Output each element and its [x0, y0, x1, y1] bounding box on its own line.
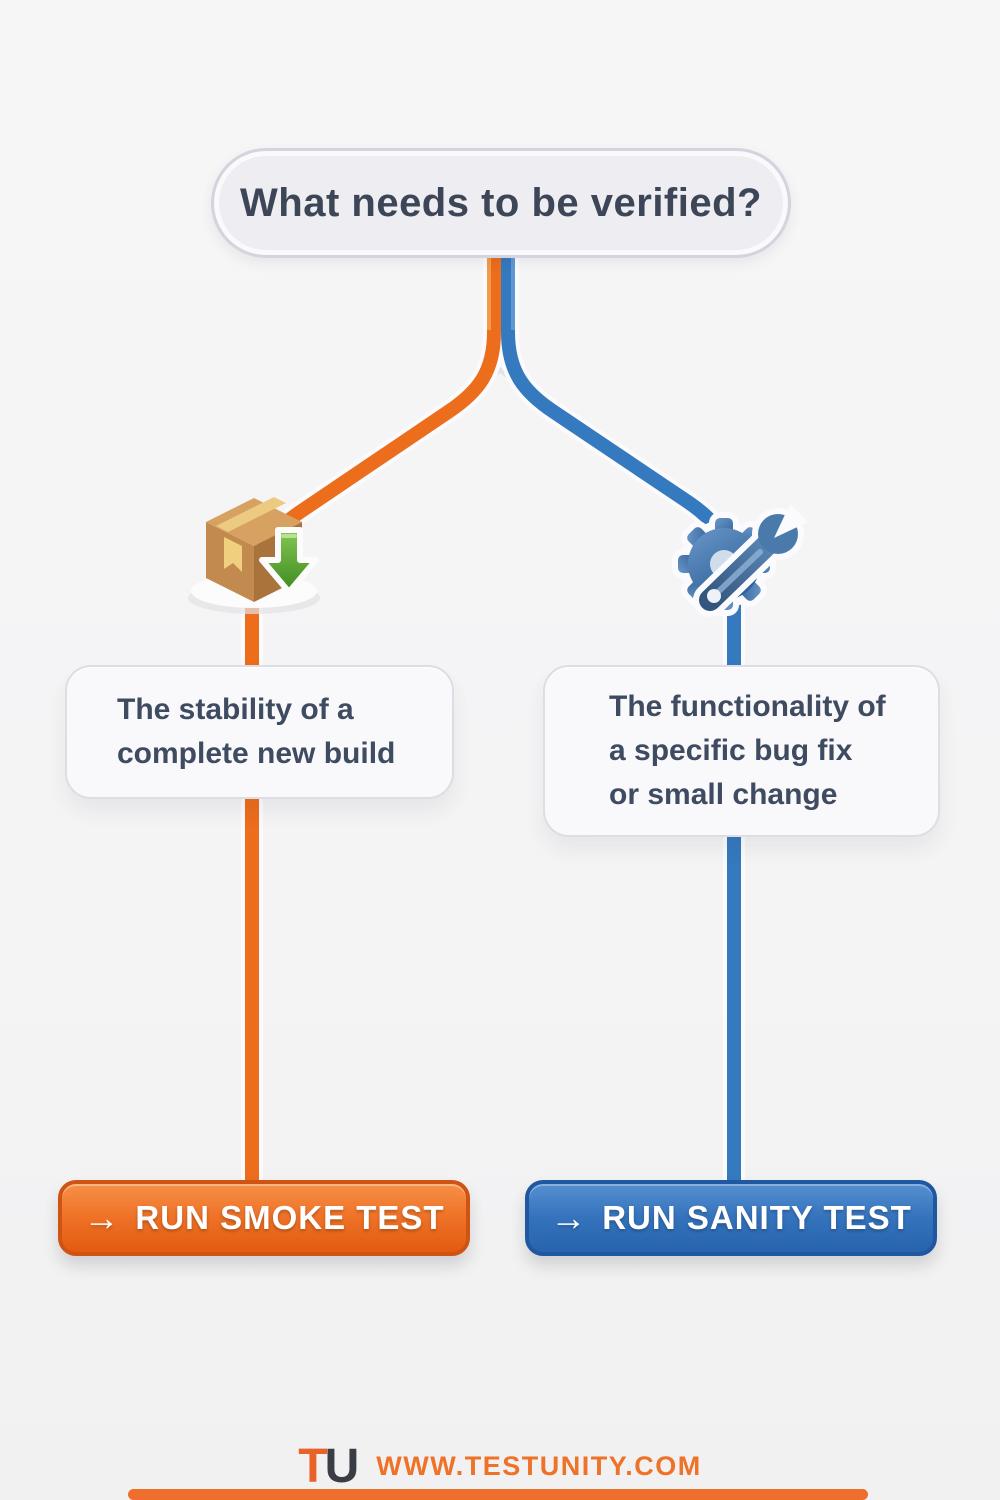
sanity-description-line: or small change — [609, 778, 838, 811]
footer-accent-bar — [128, 1489, 868, 1500]
sanity-description-box: The functionality of a specific bug fix … — [543, 665, 940, 837]
footer: T U WWW.TESTUNITY.COM — [0, 1438, 1000, 1494]
title-box: What needs to be verified? — [211, 148, 791, 258]
package-box-download-icon — [182, 480, 332, 625]
run-smoke-test-label: RUN SMOKE TEST — [135, 1199, 445, 1236]
run-sanity-test-label: RUN SANITY TEST — [602, 1199, 912, 1236]
logo-letter-u: U — [324, 1439, 360, 1493]
right-arrow-icon: → — [83, 1197, 120, 1238]
run-sanity-test-button[interactable]: → RUN SANITY TEST — [525, 1180, 937, 1256]
smoke-description-line: complete new build — [117, 737, 396, 770]
run-smoke-test-button[interactable]: → RUN SMOKE TEST — [58, 1180, 470, 1256]
sanity-description-line: The functionality of — [609, 690, 886, 723]
right-arrow-icon: → — [550, 1197, 587, 1238]
smoke-description-box: The stability of a complete new build — [65, 665, 454, 799]
smoke-description-line: The stability of a — [117, 693, 354, 726]
testunity-logo: T U — [298, 1439, 360, 1494]
website-url[interactable]: WWW.TESTUNITY.COM — [376, 1450, 702, 1481]
logo-letter-t: T — [298, 1439, 327, 1493]
sanity-description-line: a specific bug fix — [609, 734, 853, 767]
gear-wrench-icon — [652, 478, 812, 628]
page-title: What needs to be verified? — [240, 180, 762, 225]
